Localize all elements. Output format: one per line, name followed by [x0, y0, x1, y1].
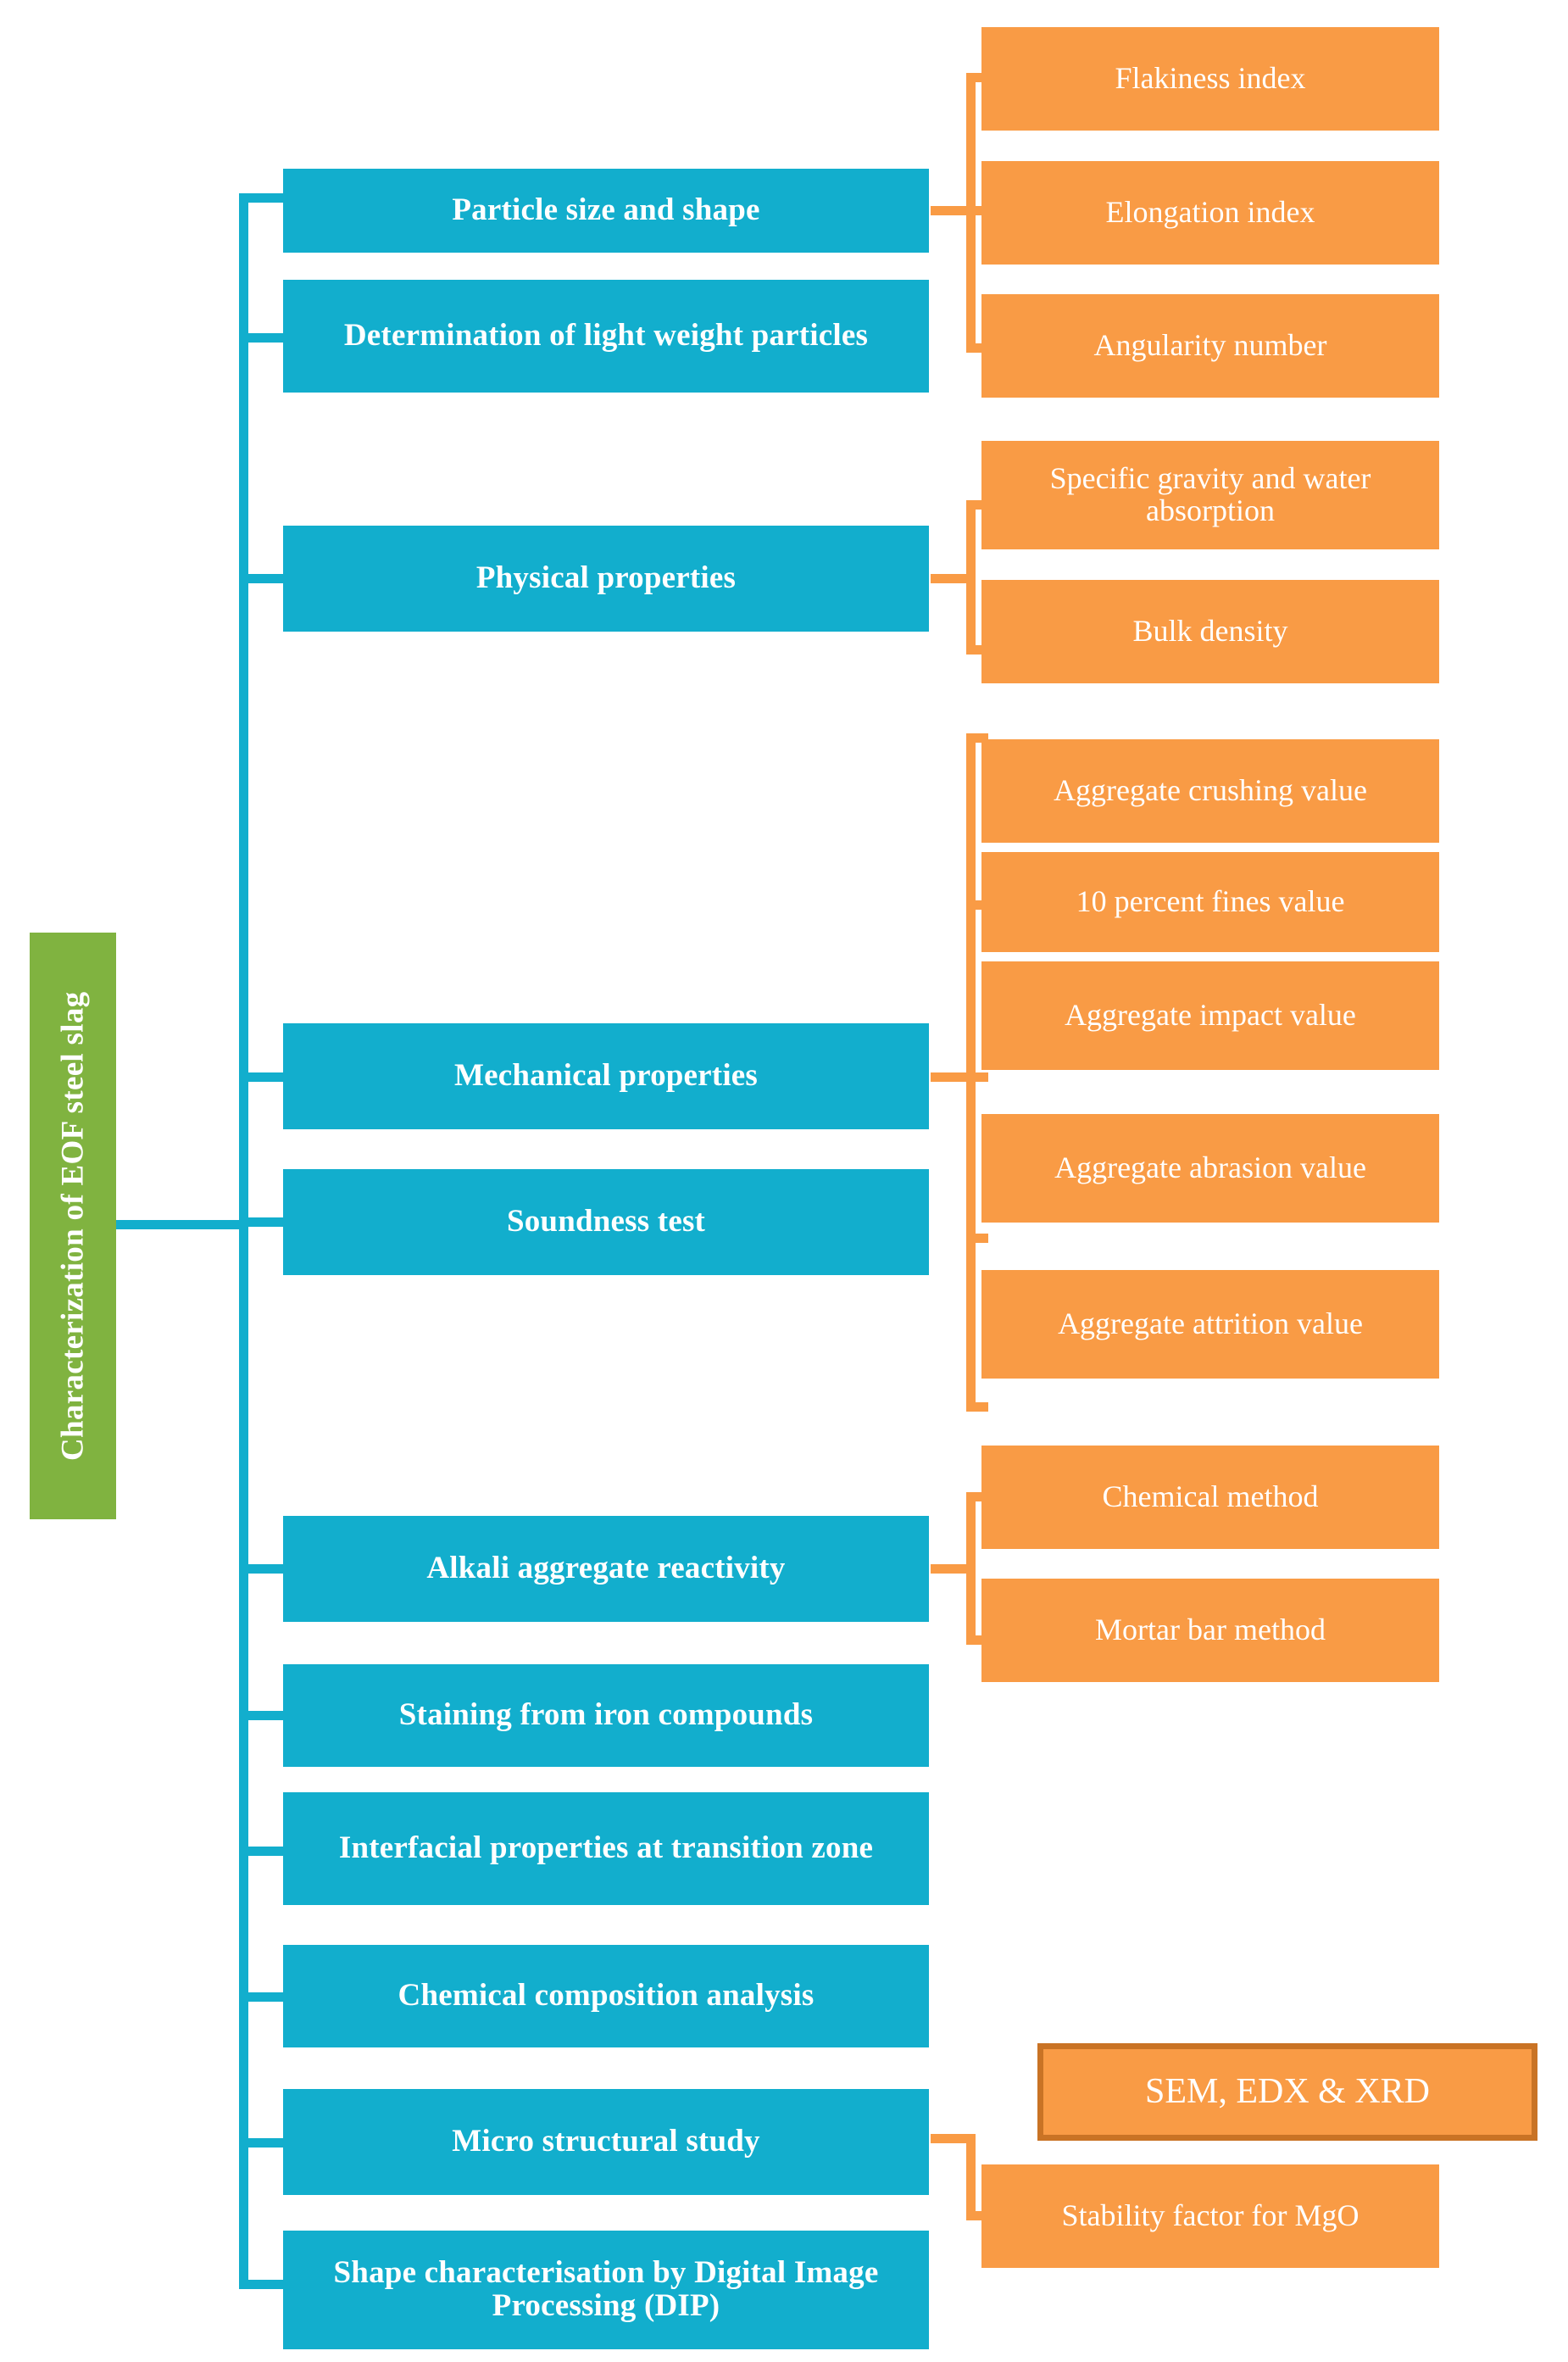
leaf-label: Specific gravity and water absorption — [1049, 461, 1371, 527]
leaf-mortar-bar-method[interactable]: Mortar bar method — [981, 1579, 1439, 1682]
branch-determination-of-light-weight-particles[interactable]: Determination of light weight particles — [283, 280, 929, 393]
orange-leaf-stub-elongation-index — [966, 206, 988, 215]
blue-stub-staining-from-iron-compounds — [239, 1711, 285, 1720]
leaf-label: Angularity number — [1093, 328, 1327, 363]
leaf-angularity-number[interactable]: Angularity number — [981, 294, 1439, 398]
leaf-flakiness-index[interactable]: Flakiness index — [981, 27, 1439, 131]
orange-leaf-stub-bulk-density — [966, 645, 988, 655]
orange-trunk-alkali-group — [966, 1492, 976, 1645]
leaf-specific-gravity-and-water-absorption[interactable]: Specific gravity and water absorption — [981, 441, 1439, 549]
leaf-label: Aggregate crushing value — [1054, 773, 1367, 808]
branch-label: Determination of light weight particles — [343, 318, 869, 354]
leaf-chemical-method[interactable]: Chemical method — [981, 1446, 1439, 1549]
blue-stub-determination-of-light-weight-particles — [239, 333, 285, 343]
orange-leaf-stub-aggregate-crushing-value — [966, 733, 988, 743]
leaf-sem-edx-xrd[interactable]: SEM, EDX & XRD — [1037, 2043, 1537, 2141]
leaf-label: Aggregate impact value — [1065, 998, 1356, 1033]
leaf-aggregate-impact-value[interactable]: Aggregate impact value — [981, 961, 1439, 1070]
orange-trunk-micro-group — [966, 2134, 976, 2220]
branch-label: Physical properties — [475, 560, 737, 596]
branch-label: Shape characterisation by Digital Image … — [333, 2255, 879, 2323]
leaf-label: Chemical method — [1102, 1479, 1319, 1514]
leaf-label: Elongation index — [1105, 195, 1315, 230]
branch-chemical-composition-analysis[interactable]: Chemical composition analysis — [283, 1945, 929, 2047]
orange-leaf-stub-ten-percent-fines-value — [966, 900, 988, 910]
orange-leaf-stub-aggregate-attrition-value — [966, 1402, 988, 1412]
leaf-aggregate-abrasion-value[interactable]: Aggregate abrasion value — [981, 1114, 1439, 1223]
orange-stub-alkali-group — [931, 1564, 973, 1574]
root-node-label: Characterization of EOF steel slag — [55, 991, 91, 1461]
branch-label: Staining from iron compounds — [398, 1697, 814, 1733]
blue-stub-chemical-composition-analysis — [239, 1992, 285, 2002]
orange-leaf-stub-aggregate-impact-value — [966, 1072, 988, 1082]
orange-leaf-stub-chemical-method — [966, 1492, 988, 1501]
orange-trunk-physical-group — [966, 500, 976, 655]
branch-physical-properties[interactable]: Physical properties — [283, 526, 929, 632]
branch-label: Alkali aggregate reactivity — [426, 1551, 786, 1586]
blue-stub-mechanical-properties — [239, 1072, 285, 1082]
branch-particle-size-and-shape[interactable]: Particle size and shape — [283, 169, 929, 253]
branch-label: Micro structural study — [452, 2124, 760, 2159]
branch-label: Chemical composition analysis — [398, 1978, 815, 2014]
blue-trunk-line — [239, 193, 248, 2289]
leaf-stability-factor-for-mgo[interactable]: Stability factor for MgO — [981, 2164, 1439, 2268]
leaf-aggregate-attrition-value[interactable]: Aggregate attrition value — [981, 1270, 1439, 1379]
leaf-label: Aggregate abrasion value — [1054, 1150, 1366, 1185]
leaf-elongation-index[interactable]: Elongation index — [981, 161, 1439, 265]
orange-stub-mechanical-group — [931, 1072, 973, 1082]
orange-stub-physical-group — [931, 574, 973, 583]
branch-interfacial-properties-at-transition-zone[interactable]: Interfacial properties at transition zon… — [283, 1792, 929, 1905]
leaf-label: Bulk density — [1132, 614, 1288, 649]
blue-stub-soundness-test — [239, 1217, 285, 1227]
branch-soundness-test[interactable]: Soundness test — [283, 1169, 929, 1275]
branch-alkali-aggregate-reactivity[interactable]: Alkali aggregate reactivity — [283, 1516, 929, 1622]
leaf-aggregate-crushing-value[interactable]: Aggregate crushing value — [981, 739, 1439, 843]
leaf-label: Stability factor for MgO — [1061, 2198, 1359, 2233]
blue-stub-shape-characterisation-by-dip — [239, 2280, 285, 2289]
branch-shape-characterisation-by-dip[interactable]: Shape characterisation by Digital Image … — [283, 2231, 929, 2349]
leaf-label: Mortar bar method — [1095, 1613, 1326, 1647]
root-to-trunk-connector — [116, 1220, 243, 1229]
branch-mechanical-properties[interactable]: Mechanical properties — [283, 1023, 929, 1129]
branch-label: Particle size and shape — [452, 192, 760, 228]
leaf-label: SEM, EDX & XRD — [1144, 2072, 1431, 2112]
leaf-label: Flakiness index — [1115, 61, 1306, 96]
orange-leaf-stub-aggregate-abrasion-value — [966, 1234, 988, 1243]
orange-leaf-stub-flakiness-index — [966, 73, 988, 82]
blue-stub-particle-size-and-shape — [239, 193, 285, 203]
leaf-ten-percent-fines-value[interactable]: 10 percent fines value — [981, 852, 1439, 952]
blue-stub-alkali-aggregate-reactivity — [239, 1564, 285, 1574]
blue-stub-micro-structural-study — [239, 2138, 285, 2148]
leaf-label: Aggregate attrition value — [1058, 1306, 1363, 1341]
blue-stub-physical-properties — [239, 574, 285, 583]
branch-label: Mechanical properties — [453, 1058, 759, 1094]
orange-leaf-stub-specific-gravity-and-water-absorption — [966, 500, 988, 510]
branch-micro-structural-study[interactable]: Micro structural study — [283, 2089, 929, 2195]
orange-stub-shape-group — [931, 206, 973, 215]
blue-stub-interfacial-properties-at-transition-zone — [239, 1847, 285, 1856]
branch-label: Soundness test — [506, 1204, 706, 1239]
branch-label: Interfacial properties at transition zon… — [338, 1830, 874, 1866]
orange-leaf-stub-stability-factor-for-mgo — [966, 2211, 988, 2220]
branch-staining-from-iron-compounds[interactable]: Staining from iron compounds — [283, 1664, 929, 1767]
orange-leaf-stub-mortar-bar-method — [966, 1635, 988, 1645]
orange-leaf-stub-angularity-number — [966, 343, 988, 353]
root-node-characterization: Characterization of EOF steel slag — [30, 933, 116, 1519]
leaf-label: 10 percent fines value — [1076, 884, 1345, 919]
leaf-bulk-density[interactable]: Bulk density — [981, 580, 1439, 683]
orange-stub-micro-group — [931, 2134, 973, 2143]
